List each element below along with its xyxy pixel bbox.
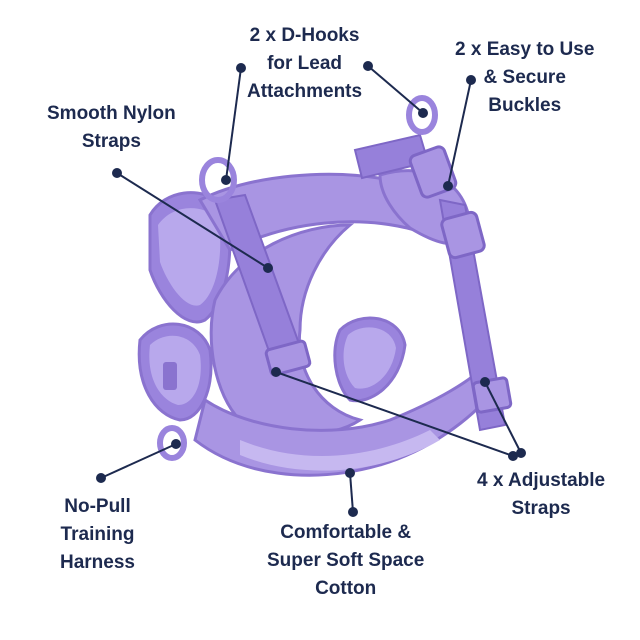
label-buckles-line-3: Buckles: [488, 95, 562, 116]
leader-dot-adjust-a-start: [271, 367, 281, 377]
leader-dot-cotton-end: [348, 507, 358, 517]
label-nylon-line-2: Straps: [81, 131, 141, 152]
leader-dot-buckles-end: [443, 181, 453, 191]
label-d-hooks-line-2: for Lead: [267, 53, 343, 74]
leader-dot-cotton-start: [345, 468, 355, 478]
leader-dot-nopull-end: [171, 439, 181, 449]
leader-dot-adjust-b-end: [516, 448, 526, 458]
leader-dot-nylon-start: [112, 168, 122, 178]
leader-dot-d-hooks-end: [221, 175, 231, 185]
leader-dot-d-hooks2-start: [363, 61, 373, 71]
label-no-pull-line-3: Harness: [60, 552, 135, 573]
label-adjustable-line-1: 4 x Adjustable: [477, 470, 606, 491]
label-cotton: Comfortable & Super Soft Space Cotton: [267, 519, 424, 603]
label-d-hooks: 2 x D-Hooks for Lead Attachments: [247, 22, 362, 106]
leader-dot-d-hooks2-end: [418, 108, 428, 118]
label-buckles-line-1: 2 x Easy to Use: [455, 39, 595, 60]
d-ring-top-right: [406, 95, 438, 135]
label-cotton-line-1: Comfortable &: [280, 522, 412, 543]
label-no-pull-line-1: No-Pull: [64, 496, 131, 517]
label-no-pull-line-2: Training: [60, 524, 135, 545]
leader-dot-d-hooks-start: [236, 63, 246, 73]
label-nylon-straps: Smooth Nylon Straps: [47, 100, 176, 156]
leader-dot-buckles-start: [466, 75, 476, 85]
leader-dot-adjust-a-end: [508, 451, 518, 461]
leader-dot-nylon-end: [263, 263, 273, 273]
label-buckles: 2 x Easy to Use & Secure Buckles: [455, 36, 594, 120]
label-cotton-line-3: Cotton: [315, 578, 377, 599]
label-no-pull: No-Pull Training Harness: [60, 493, 135, 577]
buckle-mid: [440, 210, 486, 260]
label-adjustable-line-2: Straps: [511, 498, 571, 519]
label-nylon-line-1: Smooth Nylon: [47, 103, 176, 124]
leader-dot-adjust-b-start: [480, 377, 490, 387]
label-d-hooks-line-3: Attachments: [247, 81, 363, 102]
label-d-hooks-line-1: 2 x D-Hooks: [249, 25, 360, 46]
slider-chest: [264, 339, 312, 377]
d-ring-front: [157, 425, 187, 461]
label-cotton-line-2: Super Soft Space: [267, 550, 425, 571]
d-ring-top-left: [199, 157, 237, 203]
leader-dot-nopull-start: [96, 473, 106, 483]
label-buckles-line-2: & Secure: [483, 67, 566, 88]
label-adjustable-straps: 4 x Adjustable Straps: [477, 467, 605, 523]
